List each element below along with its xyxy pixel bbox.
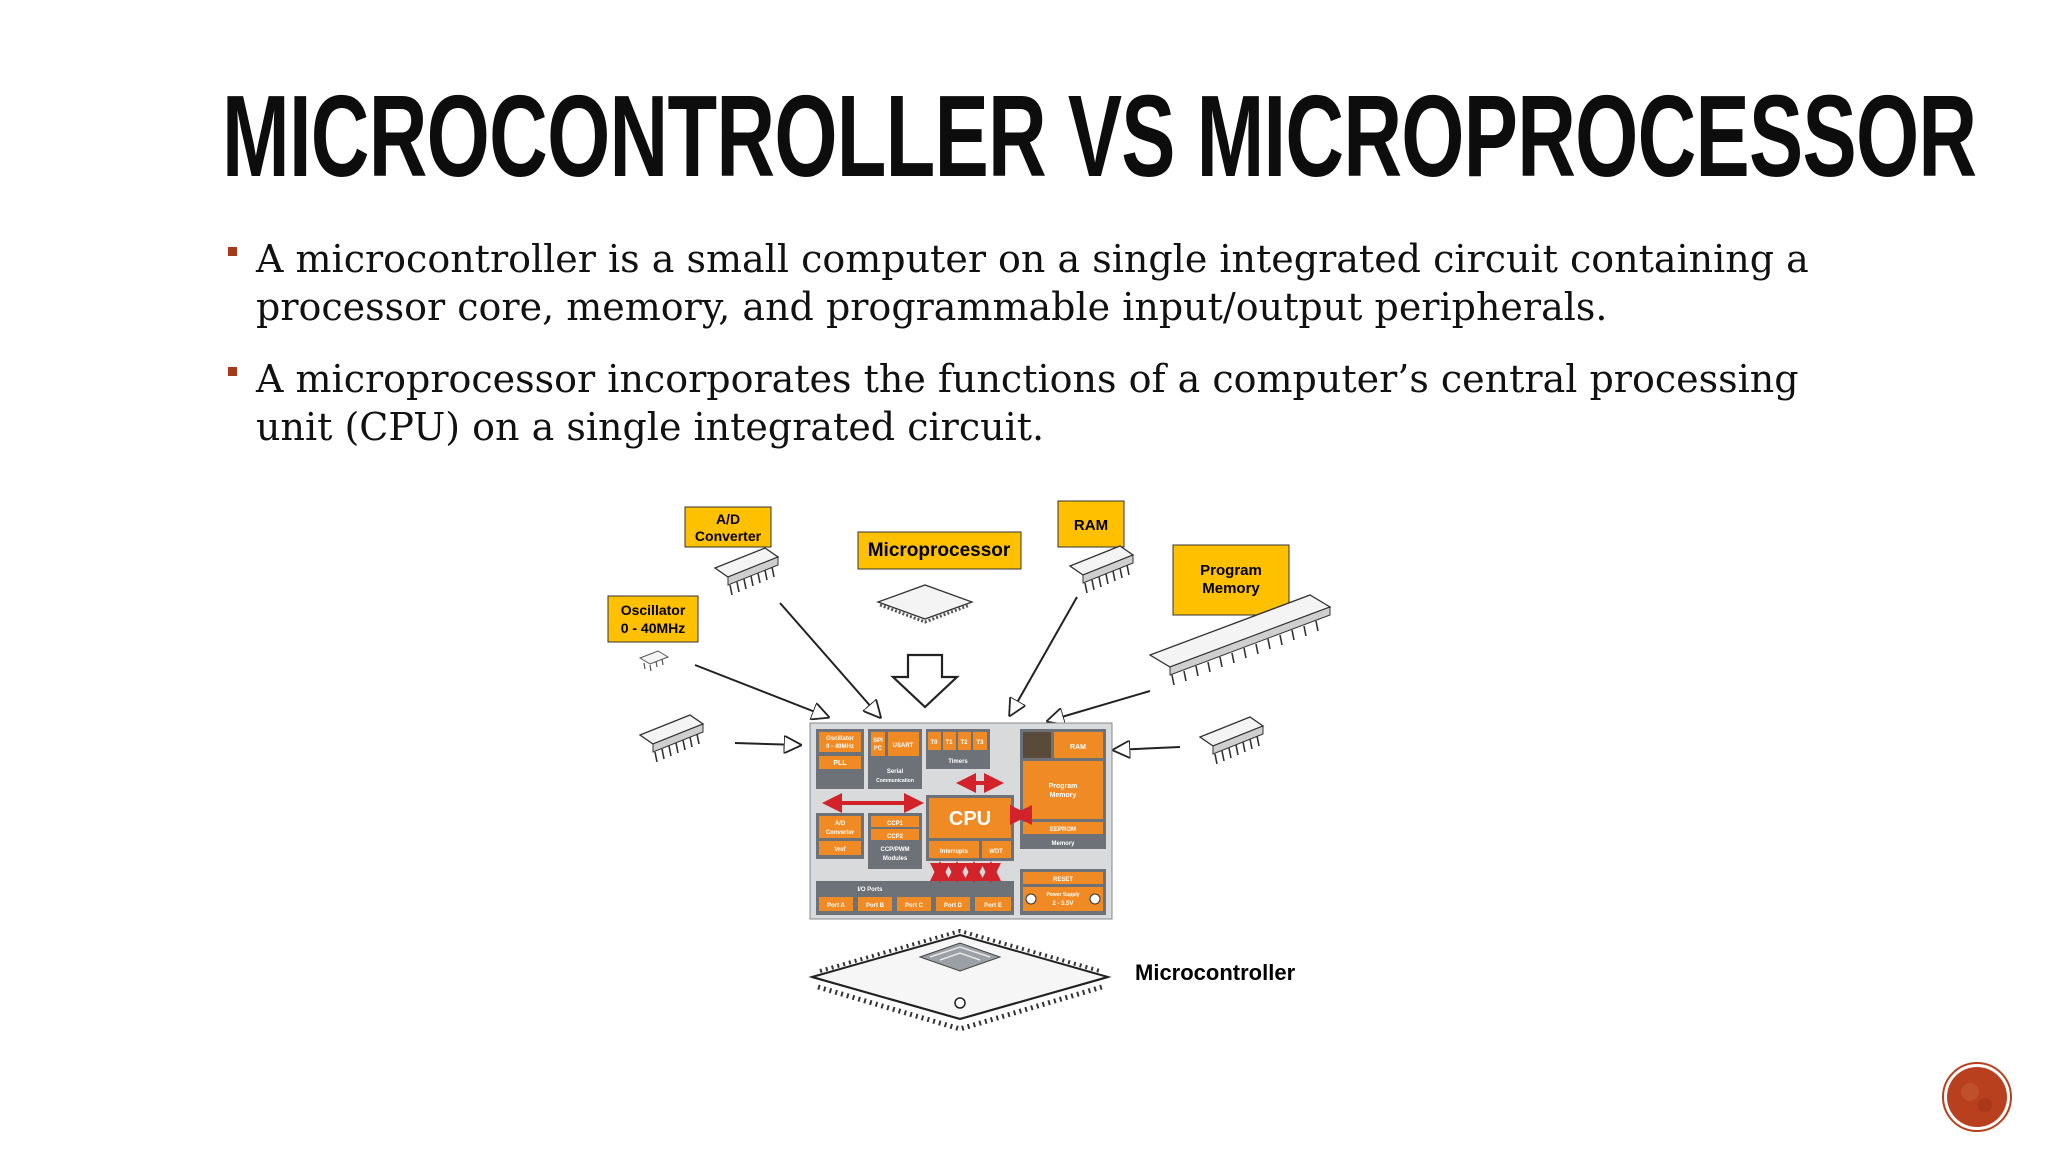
svg-text:CCP/PWM: CCP/PWM [881,847,910,853]
svg-text:Port D: Port D [944,903,963,909]
svg-text:Port B: Port B [866,903,885,909]
oscillator-crystal-icon [638,650,670,672]
microcontroller-diagram: A/D Converter Microprocessor RAM Program… [607,500,1332,1032]
svg-text:I²C: I²C [874,745,883,752]
microprocessor-label: Microprocessor [857,531,1022,570]
svg-text:Port A: Port A [827,903,845,909]
bullet-list: A microcontroller is a small computer on… [222,235,1882,475]
oscillator-label: Oscillator 0 - 40MHz [607,595,699,643]
plus-icon [1025,893,1037,905]
svg-text:Interrupts: Interrupts [940,849,969,855]
svg-text:USART: USART [893,743,914,749]
ad-converter-label: A/D Converter [684,506,772,548]
microcontroller-label: Microcontroller [1135,960,1296,985]
svg-text:Oscillator: Oscillator [621,602,686,618]
svg-text:Serial: Serial [887,769,904,775]
ram-label: RAM [1057,500,1125,548]
svg-text:2 - 5.5V: 2 - 5.5V [1052,901,1073,907]
slide-badge-icon [1942,1062,2012,1132]
svg-text:T2: T2 [960,740,968,746]
svg-text:RAM: RAM [1070,744,1086,751]
svg-text:Converter: Converter [695,528,762,544]
minus-icon [1089,893,1101,905]
bullet-marker-icon [228,247,237,256]
svg-text:PLL: PLL [833,760,847,767]
svg-text:Converter: Converter [826,830,855,836]
program-memory-chip-icon [1148,594,1332,686]
svg-text:Timers: Timers [948,759,968,765]
bullet-marker-icon [228,367,237,376]
svg-text:Program: Program [1049,783,1078,790]
svg-text:SPI: SPI [873,738,883,744]
bullet-text: A microcontroller is a small computer on… [256,237,1809,329]
peripheral-chip-icon [1198,716,1265,765]
peripheral-chip-icon [638,714,705,763]
down-arrow-icon [890,653,960,709]
microcontroller-board: Oscillator 0 - 40MHz PLL SPI I²C USART S… [809,722,1113,920]
bullet-item: A microprocessor incorporates the functi… [222,355,1882,451]
svg-text:A/D: A/D [716,511,740,527]
svg-text:T0: T0 [930,740,938,746]
svg-text:Microprocessor: Microprocessor [868,540,1011,561]
svg-text:RAM: RAM [1074,517,1108,534]
svg-text:EEPROM: EEPROM [1050,827,1076,833]
arrow-icon [694,596,1181,750]
slide-title: Microcontroller vs Microprocessor [222,71,1977,201]
svg-text:Memory: Memory [1050,792,1077,799]
svg-text:Port C: Port C [905,903,924,909]
svg-text:RESET: RESET [1053,877,1073,883]
svg-text:Communication: Communication [876,778,914,784]
svg-text:A/D: A/D [835,821,846,827]
ad-converter-chip-icon [713,547,780,596]
microprocessor-chip-icon [876,584,974,624]
svg-text:WDT: WDT [989,849,1003,855]
svg-text:Memory: Memory [1202,580,1260,597]
svg-text:Memory: Memory [1051,841,1075,847]
microcontroller-chip-icon [808,928,1112,1032]
svg-text:Modules: Modules [883,856,908,862]
svg-text:0 - 40MHz: 0 - 40MHz [826,744,854,750]
svg-text:T3: T3 [976,740,984,746]
svg-text:Program: Program [1200,562,1262,579]
svg-text:CCP2: CCP2 [887,834,904,840]
svg-text:Vref: Vref [834,847,846,853]
svg-text:CCP1: CCP1 [887,821,904,827]
ram-chip-icon [1068,545,1135,594]
program-memory-label: Program Memory [1172,544,1290,616]
svg-text:Oscillator: Oscillator [826,736,854,742]
bullet-item: A microcontroller is a small computer on… [222,235,1882,331]
svg-text:T1: T1 [945,740,953,746]
svg-text:Power Supply: Power Supply [1046,892,1079,898]
svg-text:I/O Ports: I/O Ports [857,887,883,893]
bullet-text: A microprocessor incorporates the functi… [256,357,1799,449]
svg-text:Port E: Port E [984,903,1002,909]
svg-text:0 - 40MHz: 0 - 40MHz [621,620,686,636]
svg-text:CPU: CPU [949,808,991,830]
